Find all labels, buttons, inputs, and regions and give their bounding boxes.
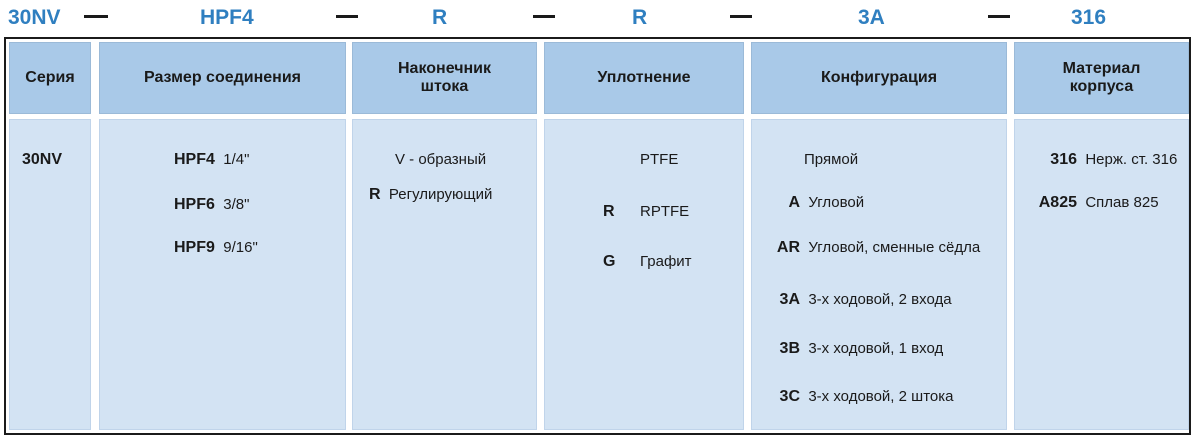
option-code: R <box>603 203 615 220</box>
option-code: 3A <box>779 291 800 308</box>
list-item: 3B 3-х ходовой, 1 вход <box>758 340 944 358</box>
option-text: 3-х ходовой, 1 вход <box>808 340 944 357</box>
list-item: HPF9 9/16" <box>174 239 258 257</box>
list-item: Прямой <box>804 151 858 168</box>
option-text: Угловой <box>808 194 865 211</box>
code-separator <box>988 15 1010 18</box>
column-body: 30NV <box>9 119 91 430</box>
column-header: Размер соединения <box>99 42 346 114</box>
list-item: 3A 3-х ходовой, 2 входа <box>758 291 952 309</box>
column-body: V - образный R Регулирующий <box>352 119 537 430</box>
list-item: A Угловой <box>758 194 864 212</box>
option-text: Нерж. ст. 316 <box>1085 151 1178 168</box>
code-part-material: 316 <box>1071 6 1107 29</box>
column-seal: Уплотнение PTFE R RPTFE G Графит <box>544 39 744 433</box>
code-separator <box>730 15 752 18</box>
column-series: Серия 30NV <box>9 39 91 433</box>
option-text: 9/16" <box>223 239 258 256</box>
option-text: V - образный <box>395 151 487 168</box>
list-item: HPF4 1/4" <box>174 151 249 169</box>
option-code: G <box>603 253 616 270</box>
code-part-configuration: 3A <box>858 6 885 29</box>
option-text: Прямой <box>804 151 859 168</box>
column-body: Прямой A Угловой AR Угловой, сменные сёд… <box>751 119 1007 430</box>
option-code: 3B <box>779 340 800 357</box>
option-text: 3/8" <box>223 196 250 213</box>
option-code: HPF4 <box>174 151 215 168</box>
option-code: HPF9 <box>174 239 215 256</box>
option-text: PTFE <box>640 151 679 168</box>
list-item: V - образный <box>395 151 486 168</box>
option-code: AR <box>776 239 800 256</box>
list-item: G Графит <box>603 253 692 271</box>
ordering-code-table: Серия 30NV Размер соединения HPF4 1/4" H… <box>4 37 1191 435</box>
code-separator <box>84 15 108 18</box>
column-body: PTFE R RPTFE G Графит <box>544 119 744 430</box>
column-configuration: Конфигурация Прямой A Угловой AR Угловой… <box>751 39 1007 433</box>
option-code: 316 <box>1050 151 1077 168</box>
code-separator <box>336 15 358 18</box>
option-text: Регулирующий <box>388 186 493 203</box>
option-code: R <box>369 186 381 203</box>
option-text: Сплав 825 <box>1085 194 1159 211</box>
option-code: 3C <box>779 388 800 405</box>
list-item: R Регулирующий <box>369 186 492 204</box>
column-body: 316 Нерж. ст. 316 A825 Сплав 825 <box>1014 119 1189 430</box>
code-part-series: 30NV <box>8 6 61 29</box>
list-item: 3C 3-х ходовой, 2 штока <box>758 388 954 406</box>
option-text: 3-х ходовой, 2 штока <box>808 388 954 405</box>
code-part-seal: R <box>632 6 648 29</box>
option-code: A <box>788 194 800 211</box>
list-item: AR Угловой, сменные сёдла <box>758 239 980 257</box>
column-body: HPF4 1/4" HPF6 3/8" HPF9 9/16" <box>99 119 346 430</box>
option-text: RPTFE <box>640 203 690 220</box>
option-text: Угловой, сменные сёдла <box>808 239 981 256</box>
column-header: Уплотнение <box>544 42 744 114</box>
option-code: A825 <box>1038 194 1077 211</box>
column-header: Конфигурация <box>751 42 1007 114</box>
option-text: 3-х ходовой, 2 входа <box>808 291 952 308</box>
list-item: A825 Сплав 825 <box>1021 194 1159 212</box>
list-item: R RPTFE <box>603 203 689 221</box>
code-part-stem-tip: R <box>432 6 448 29</box>
option-text: Графит <box>640 253 692 270</box>
option-code: 30NV <box>22 151 63 168</box>
code-part-connection: HPF4 <box>200 6 254 29</box>
list-item: PTFE <box>640 151 678 168</box>
column-connection-size: Размер соединения HPF4 1/4" HPF6 3/8" HP… <box>99 39 346 433</box>
option-code: HPF6 <box>174 196 215 213</box>
list-item: HPF6 3/8" <box>174 196 249 214</box>
option-text: 1/4" <box>223 151 250 168</box>
list-item: 316 Нерж. ст. 316 <box>1021 151 1177 169</box>
column-header: Серия <box>9 42 91 114</box>
code-separator <box>533 15 555 18</box>
